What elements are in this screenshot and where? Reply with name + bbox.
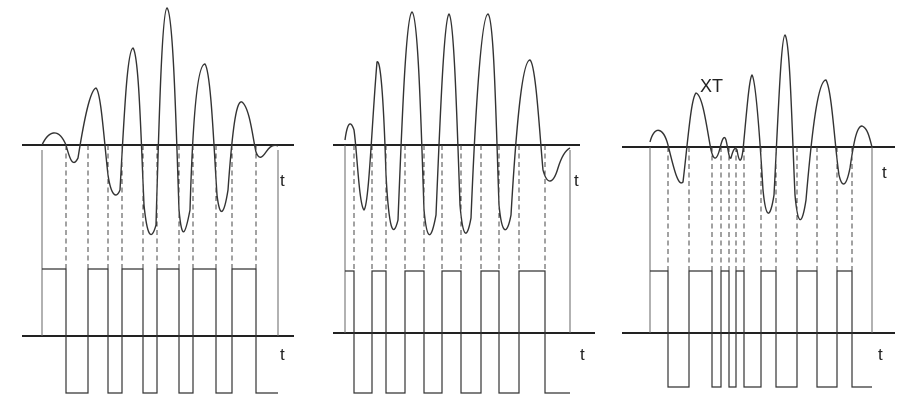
comparator-pulse-train <box>345 270 570 394</box>
upper-time-label: t <box>574 171 579 190</box>
panel-2: t t <box>333 11 595 394</box>
lower-time-label: t <box>280 345 285 364</box>
upper-time-label: t <box>280 171 285 190</box>
lower-time-label: t <box>878 345 883 364</box>
comparator-pulse-train <box>42 268 278 394</box>
crosstalk-annotation: XT <box>700 76 723 96</box>
comparator-pulse-train <box>650 270 872 388</box>
upper-time-label: t <box>882 163 887 182</box>
oscillation-wave <box>649 34 873 221</box>
oscillation-wave <box>41 7 279 236</box>
panel-1: t t <box>22 7 294 394</box>
lower-time-label: t <box>580 345 585 364</box>
panel-3: XT t t <box>622 34 895 388</box>
oscillation-wave <box>344 11 571 236</box>
